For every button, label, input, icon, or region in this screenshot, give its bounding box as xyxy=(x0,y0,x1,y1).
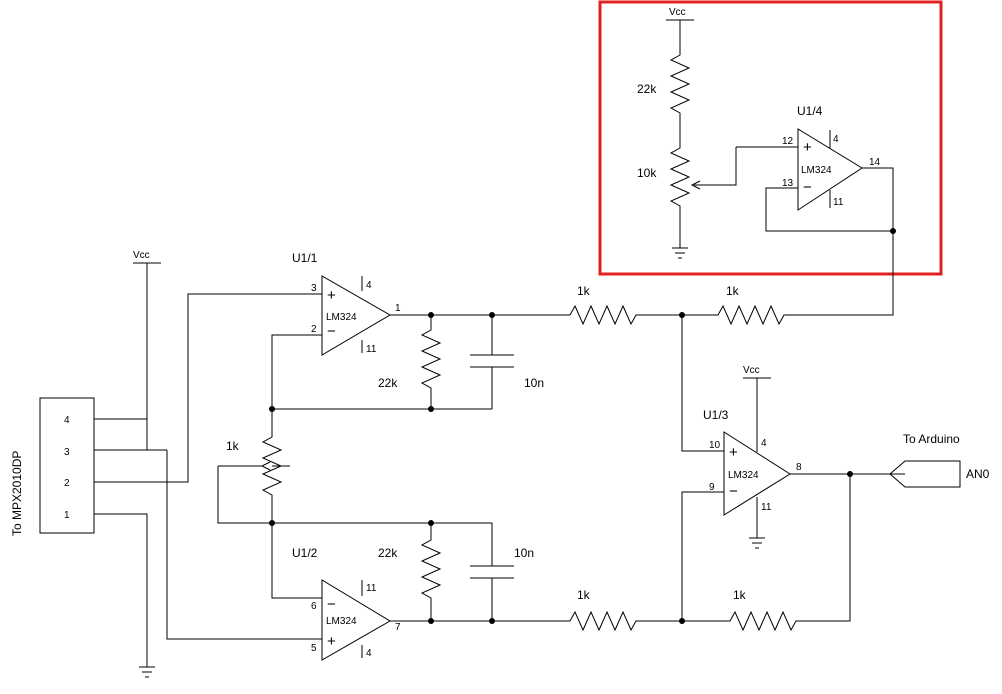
opamp-u1-2: − + LM324 6 5 11 4 7 U1/2 xyxy=(292,546,401,661)
resistor-1k-upper-right: 1k xyxy=(682,231,894,326)
svg-text:+: + xyxy=(327,633,336,650)
output-port-an0: AN0 To Arduino xyxy=(889,432,990,488)
u1-4-label: U1/4 xyxy=(797,104,823,118)
svg-text:2: 2 xyxy=(311,324,317,335)
resistor-1k-lower-left: 1k xyxy=(569,588,682,632)
svg-text:13: 13 xyxy=(782,178,794,189)
svg-text:22k: 22k xyxy=(378,546,398,560)
svg-text:1k: 1k xyxy=(226,439,240,453)
svg-text:1k: 1k xyxy=(577,588,591,602)
svg-text:9: 9 xyxy=(709,482,715,493)
opamp-u1-1: + − LM324 3 2 4 11 1 U1/1 xyxy=(292,251,401,356)
svg-text:1: 1 xyxy=(395,303,401,314)
svg-text:22k: 22k xyxy=(637,82,657,96)
svg-text:12: 12 xyxy=(782,136,794,147)
svg-text:LM324: LM324 xyxy=(326,616,357,627)
svg-text:+: + xyxy=(803,139,812,156)
svg-text:10: 10 xyxy=(709,440,721,451)
svg-text:1k: 1k xyxy=(577,284,591,298)
svg-text:7: 7 xyxy=(395,622,401,633)
connector-pin-4: 4 xyxy=(64,415,70,426)
svg-text:8: 8 xyxy=(796,462,802,473)
to-arduino-label: To Arduino xyxy=(903,432,960,446)
svg-text:+: + xyxy=(327,287,336,304)
svg-text:4: 4 xyxy=(366,280,372,291)
potentiometer-1k-gain: 1k xyxy=(217,409,290,524)
wire-u13-minus xyxy=(681,491,724,621)
wire-u12-minus xyxy=(271,523,322,599)
svg-text:−: − xyxy=(327,323,336,340)
connector-wires xyxy=(94,262,322,667)
resistor-22k-bottom: 22k xyxy=(378,523,442,621)
connector-mpx2010dp: 4 3 2 1 To MPX2010DP xyxy=(10,397,95,536)
svg-text:11: 11 xyxy=(761,502,772,513)
svg-text:Vcc: Vcc xyxy=(669,7,686,18)
svg-text:11: 11 xyxy=(366,583,377,594)
svg-text:+: + xyxy=(729,444,738,461)
u1-1-label: U1/1 xyxy=(292,251,318,265)
svg-text:LM324: LM324 xyxy=(801,165,832,176)
highlight-box xyxy=(598,0,943,276)
capacitor-10n-bottom: 10n xyxy=(470,523,534,621)
svg-text:6: 6 xyxy=(311,601,317,612)
resistor-1k-lower-right: 1k xyxy=(682,474,851,632)
svg-text:AN0: AN0 xyxy=(966,467,990,481)
resistor-1k-upper-left: 1k xyxy=(569,284,682,326)
connector-label: To MPX2010DP xyxy=(10,451,24,536)
resistor-22k-top: 22k xyxy=(378,315,442,409)
ground-symbol xyxy=(139,666,155,678)
connector-pin-1: 1 xyxy=(64,510,70,521)
connector-pin-2: 2 xyxy=(64,478,70,489)
svg-text:−: − xyxy=(729,483,738,500)
svg-text:11: 11 xyxy=(833,197,844,208)
svg-text:3: 3 xyxy=(311,283,317,294)
svg-text:LM324: LM324 xyxy=(728,470,759,481)
svg-text:−: − xyxy=(327,596,336,613)
svg-text:1k: 1k xyxy=(733,588,747,602)
svg-text:LM324: LM324 xyxy=(326,312,357,323)
svg-text:11: 11 xyxy=(366,344,377,355)
svg-text:5: 5 xyxy=(311,643,317,654)
svg-text:4: 4 xyxy=(366,648,372,659)
vcc-label-left: Vcc xyxy=(133,250,150,261)
capacitor-10n-top: 10n xyxy=(470,315,544,409)
opamp-u1-3: + − LM324 10 9 4 11 8 U1/3 Vcc xyxy=(703,365,802,549)
svg-text:−: − xyxy=(803,179,812,196)
svg-text:10n: 10n xyxy=(524,376,544,390)
u1-3-label: U1/3 xyxy=(703,408,729,422)
svg-text:10n: 10n xyxy=(514,546,534,560)
svg-text:10k: 10k xyxy=(637,166,657,180)
opamp-u1-4: + − LM324 12 13 4 11 14 U1/4 xyxy=(736,104,894,232)
connector-pin-3: 3 xyxy=(64,447,70,458)
svg-text:4: 4 xyxy=(761,438,767,449)
vcc-label-u13: Vcc xyxy=(743,365,760,376)
svg-text:4: 4 xyxy=(833,134,839,145)
reference-divider: Vcc 22k 10k xyxy=(637,7,737,259)
wire-u11-minus xyxy=(271,334,322,409)
svg-text:22k: 22k xyxy=(378,376,398,390)
svg-text:1k: 1k xyxy=(726,284,740,298)
wire-u13-plus xyxy=(681,315,724,452)
svg-text:14: 14 xyxy=(869,157,881,168)
u1-2-label: U1/2 xyxy=(292,546,318,560)
